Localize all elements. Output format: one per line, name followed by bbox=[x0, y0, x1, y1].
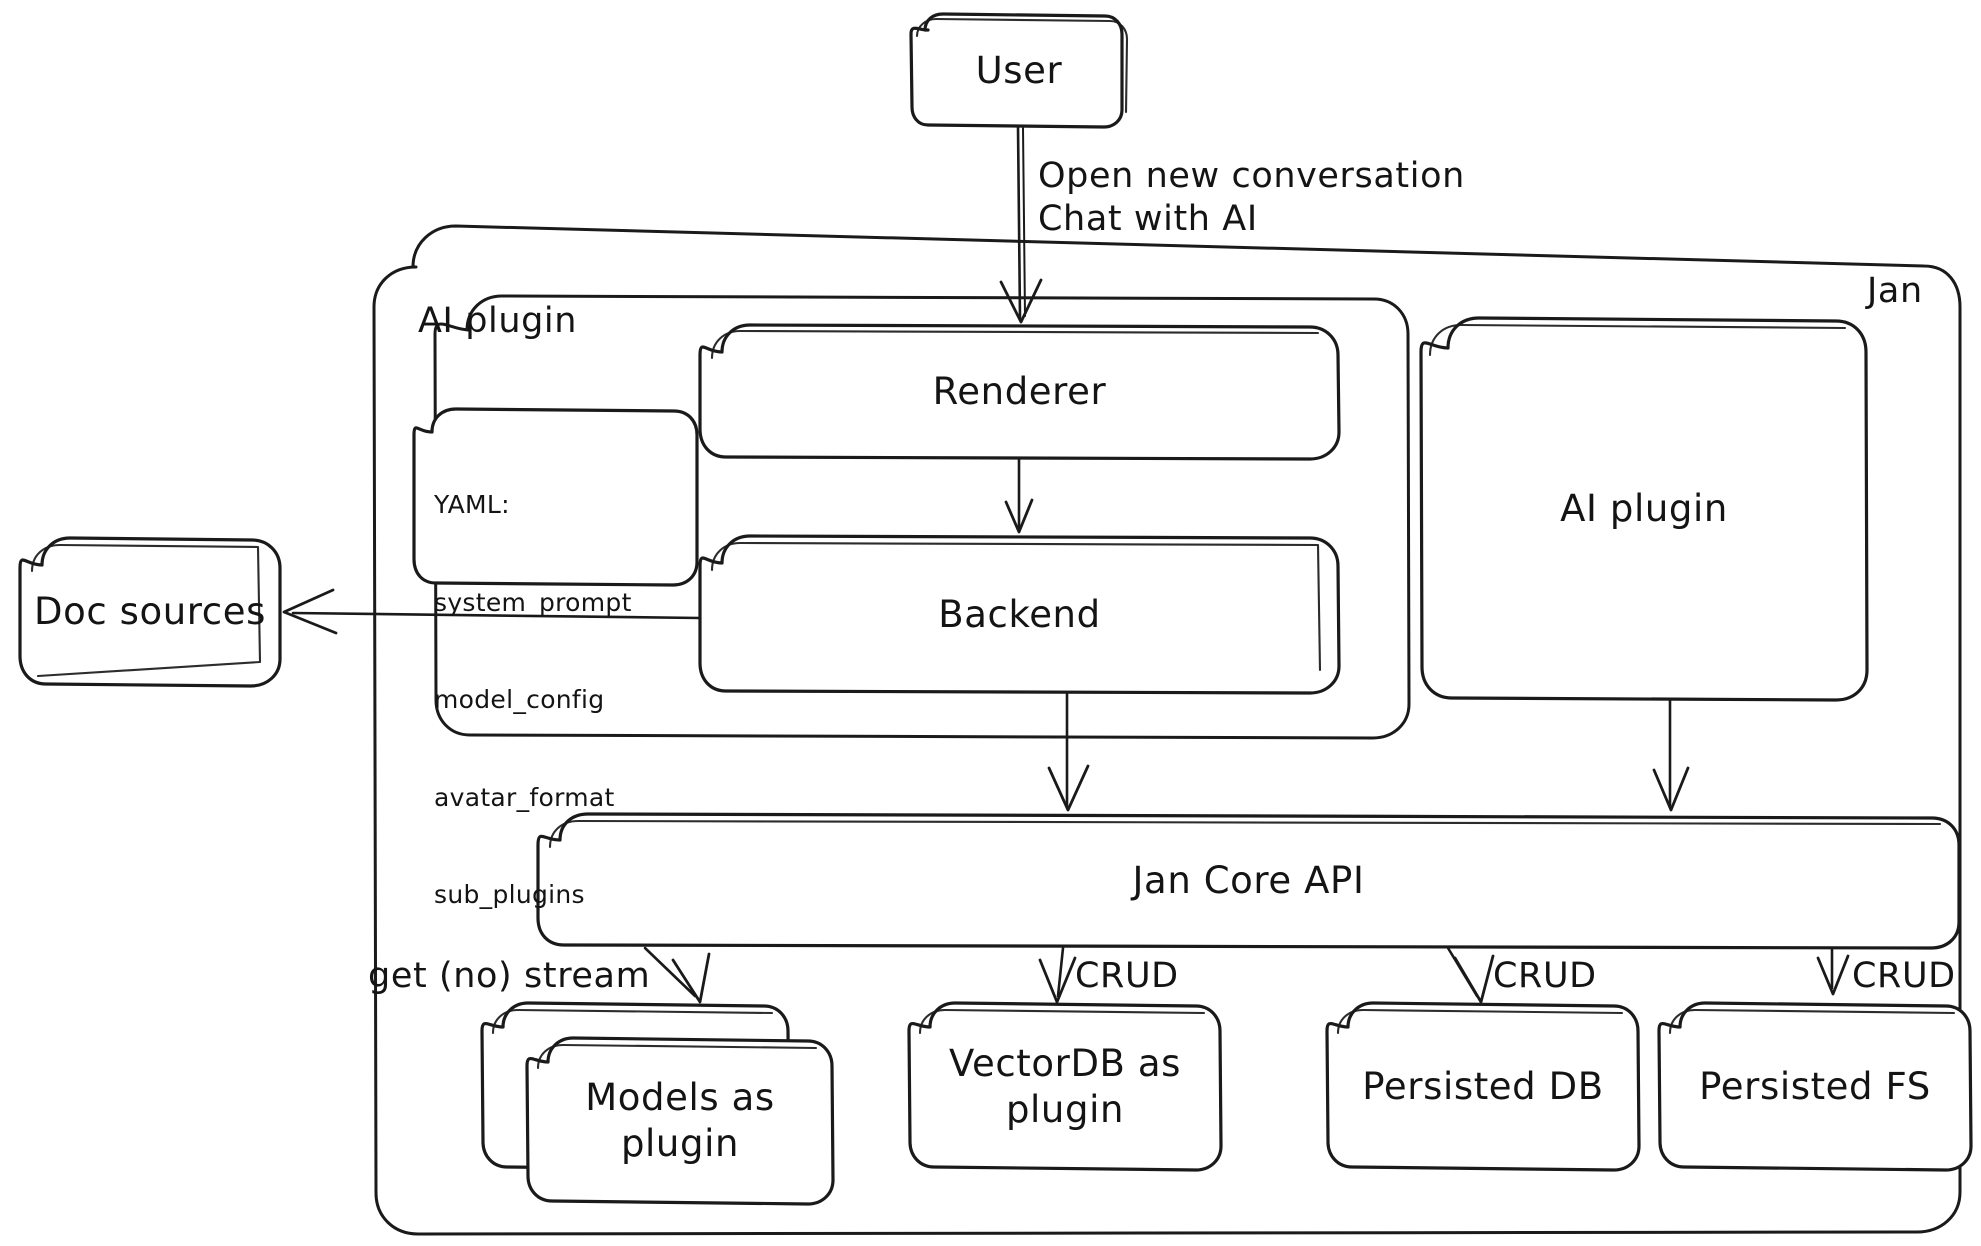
persisted-fs-node-label[interactable]: Persisted FS bbox=[1699, 1064, 1931, 1108]
yaml-item: sub_plugins bbox=[434, 880, 585, 909]
jan-container-shape bbox=[372, 224, 1962, 1236]
persisted-fs-node-shape bbox=[1657, 1001, 1973, 1172]
renderer-node-shape bbox=[698, 323, 1341, 461]
edge-backend-to-core bbox=[1047, 691, 1090, 812]
yaml-item: avatar_format bbox=[434, 782, 615, 812]
edge-renderer-to-backend bbox=[1004, 457, 1034, 534]
doc-sources-node-shape bbox=[18, 536, 282, 688]
edge-core-to-fs bbox=[1816, 946, 1850, 996]
edge-ai-plugin-to-core bbox=[1652, 698, 1690, 812]
models-plugin-node-label[interactable]: Models as plugin bbox=[585, 1076, 775, 1165]
yaml-box-content: YAML: system_prompt model_config avatar_… bbox=[434, 424, 632, 977]
ai-plugin-node-shape bbox=[1419, 316, 1869, 702]
jan-core-api-node-label[interactable]: Jan Core API bbox=[1132, 859, 1365, 903]
models-plugin-node-shape bbox=[525, 1036, 835, 1206]
edge-core-to-vectordb bbox=[1038, 946, 1077, 1004]
vectordb-plugin-node-shape bbox=[907, 1001, 1223, 1172]
jan-container-label: Jan bbox=[1867, 271, 1923, 311]
edge-core-to-db bbox=[1446, 946, 1495, 1004]
ai-plugin-group-shape bbox=[433, 294, 1411, 740]
vectordb-plugin-node-label[interactable]: VectorDB as plugin bbox=[948, 1041, 1182, 1131]
edge-label-core-to-vectordb: CRUD bbox=[1075, 956, 1179, 996]
user-node-shape bbox=[909, 12, 1129, 129]
yaml-box-shape bbox=[412, 407, 699, 587]
edge-label-core-to-fs: CRUD bbox=[1852, 956, 1956, 996]
yaml-item: system_prompt bbox=[434, 587, 632, 617]
backend-node-label[interactable]: Backend bbox=[938, 592, 1101, 636]
edge-user-to-renderer bbox=[999, 125, 1043, 324]
persisted-db-node-shape bbox=[1325, 1001, 1641, 1172]
yaml-item: model_config bbox=[434, 685, 605, 714]
doc-sources-node-label[interactable]: Doc sources bbox=[34, 590, 266, 634]
persisted-db-node-label[interactable]: Persisted DB bbox=[1362, 1064, 1604, 1108]
edge-label-core-to-db: CRUD bbox=[1493, 956, 1597, 996]
edge-label-user-to-renderer: Open new conversation Chat with AI bbox=[1038, 156, 1465, 240]
edge-core-to-models bbox=[643, 946, 711, 1004]
ai-plugin-group-label: AI plugin bbox=[418, 301, 578, 341]
jan-core-api-node-shape bbox=[536, 812, 1961, 950]
ai-plugin-node-label[interactable]: AI plugin bbox=[1560, 487, 1728, 531]
renderer-node-label[interactable]: Renderer bbox=[932, 370, 1107, 414]
edge-backend-to-doc-sources bbox=[282, 588, 702, 635]
yaml-box-title: YAML: bbox=[434, 490, 510, 519]
user-node-label[interactable]: User bbox=[975, 48, 1063, 92]
edge-label-core-to-models: get (no) stream bbox=[368, 956, 651, 996]
backend-node-shape bbox=[698, 534, 1341, 695]
